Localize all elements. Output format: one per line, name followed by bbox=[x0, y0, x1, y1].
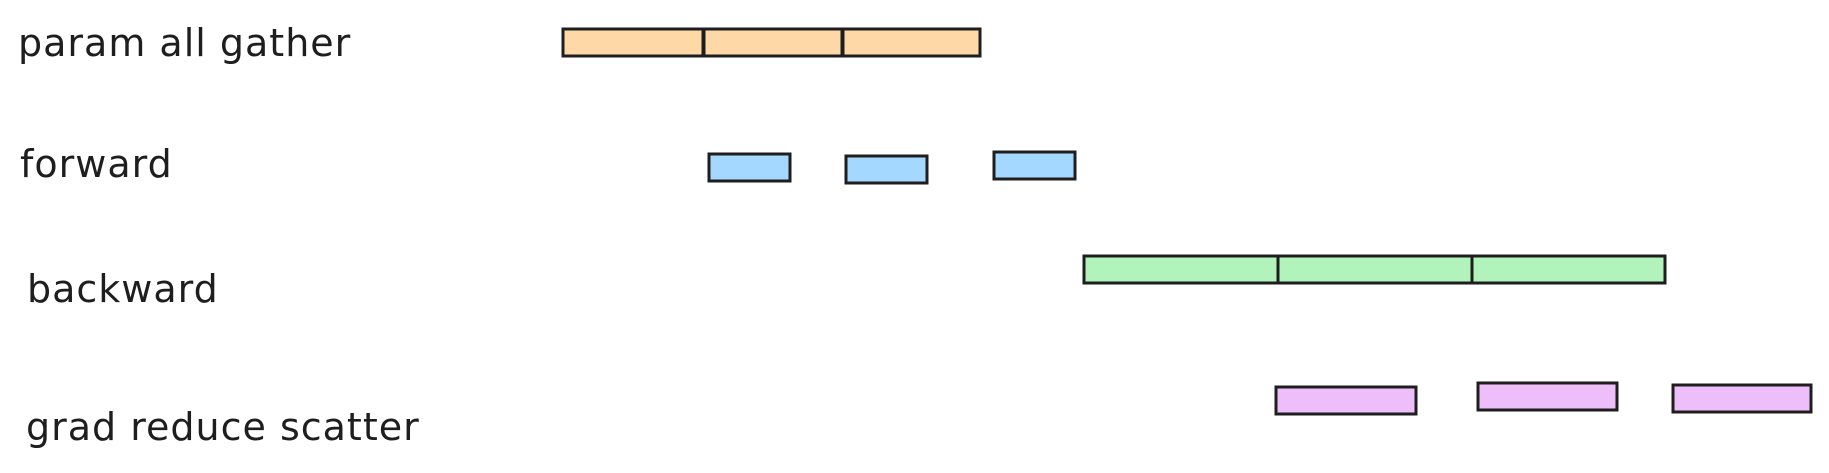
grad-reduce-scatter-block bbox=[1671, 383, 1813, 414]
param-all-gather-block bbox=[841, 27, 982, 58]
row-label-backward: backward bbox=[27, 267, 219, 311]
forward-block bbox=[992, 150, 1077, 181]
backward-block bbox=[1082, 254, 1280, 285]
grad-reduce-scatter-block bbox=[1476, 381, 1619, 412]
row-backward: backward bbox=[27, 254, 1667, 311]
row-label-forward: forward bbox=[20, 142, 173, 186]
forward-block bbox=[844, 154, 929, 185]
row-grad-reduce-scatter: grad reduce scatter bbox=[26, 381, 1813, 449]
backward-block bbox=[1276, 254, 1474, 285]
param-all-gather-block bbox=[702, 27, 844, 58]
row-param-all-gather: param all gather bbox=[18, 21, 982, 65]
param-all-gather-block bbox=[561, 27, 705, 58]
backward-block bbox=[1470, 254, 1667, 285]
row-label-param-all-gather: param all gather bbox=[18, 21, 351, 65]
row-forward: forward bbox=[20, 142, 1077, 186]
grad-reduce-scatter-block bbox=[1274, 385, 1418, 416]
forward-block bbox=[707, 152, 792, 183]
row-label-grad-reduce-scatter: grad reduce scatter bbox=[26, 405, 420, 449]
